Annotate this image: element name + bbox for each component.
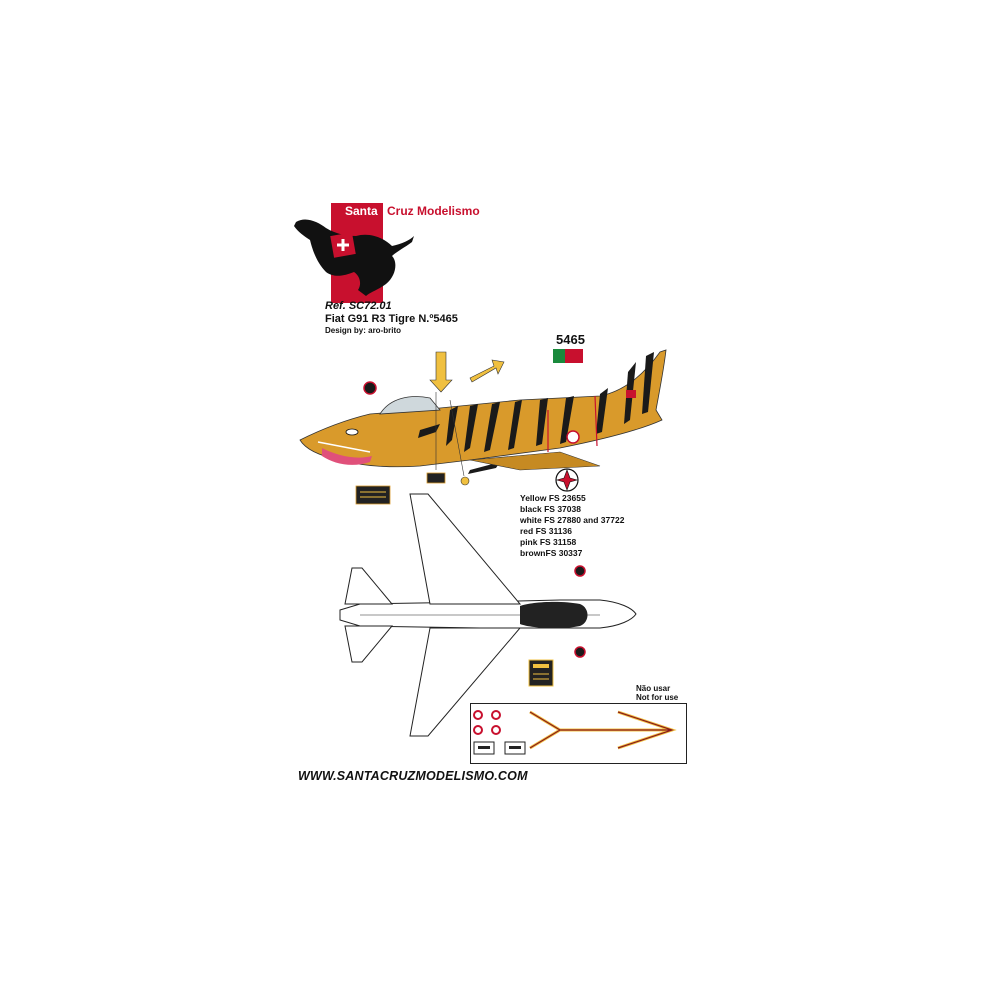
- color-item: pink FS 31158: [520, 537, 577, 547]
- reference-code: Ref. SC72.01: [325, 300, 392, 312]
- roundel-decal-bottom-icon: [574, 646, 586, 658]
- note-line-en: Not for use: [636, 693, 679, 702]
- note-line-pt: Não usar: [636, 684, 671, 693]
- canopy-top-view: [520, 601, 588, 629]
- color-item: Yellow FS 23655: [520, 493, 586, 503]
- stencil-decal: [426, 472, 446, 484]
- color-item: black FS 37038: [520, 504, 581, 514]
- aircraft-top-view: [339, 493, 637, 737]
- decal-sheet-extras: [473, 710, 677, 755]
- aircraft-serial: 5465: [556, 332, 585, 347]
- roundel-decal-top-icon: [574, 565, 586, 577]
- cross-roundel-icon: [555, 468, 579, 492]
- website-url[interactable]: WWW.SANTACRUZMODELISMO.COM: [298, 769, 528, 783]
- tiger-logo-icon: [294, 219, 414, 296]
- rescue-decal: [528, 659, 554, 687]
- color-reference-list: Yellow FS 23655 black FS 37038 white FS …: [520, 493, 624, 559]
- color-item: brownFS 30337: [520, 548, 583, 558]
- aircraft-title: Fiat G91 R3 Tigre N.º5465: [325, 313, 458, 325]
- roundel-decal-icon: [363, 381, 377, 395]
- callout-arrow-2: [469, 359, 505, 383]
- warning-panel-decal: [355, 485, 391, 505]
- yellow-dot-decal: [460, 476, 470, 486]
- brand-name-part1: Santa: [345, 204, 378, 218]
- aircraft-side-profile: [299, 349, 667, 474]
- portugal-flag-icon: [553, 349, 583, 363]
- brand-name-part2: Cruz Modelismo: [387, 204, 480, 218]
- designer-credit: Design by: aro-brito: [325, 326, 402, 335]
- color-item: red FS 31136: [520, 526, 572, 536]
- callout-arrow-1: [429, 351, 453, 393]
- color-item: white FS 27880 and 37722: [520, 515, 625, 525]
- not-for-use-note: Não usar Not for use: [636, 684, 678, 702]
